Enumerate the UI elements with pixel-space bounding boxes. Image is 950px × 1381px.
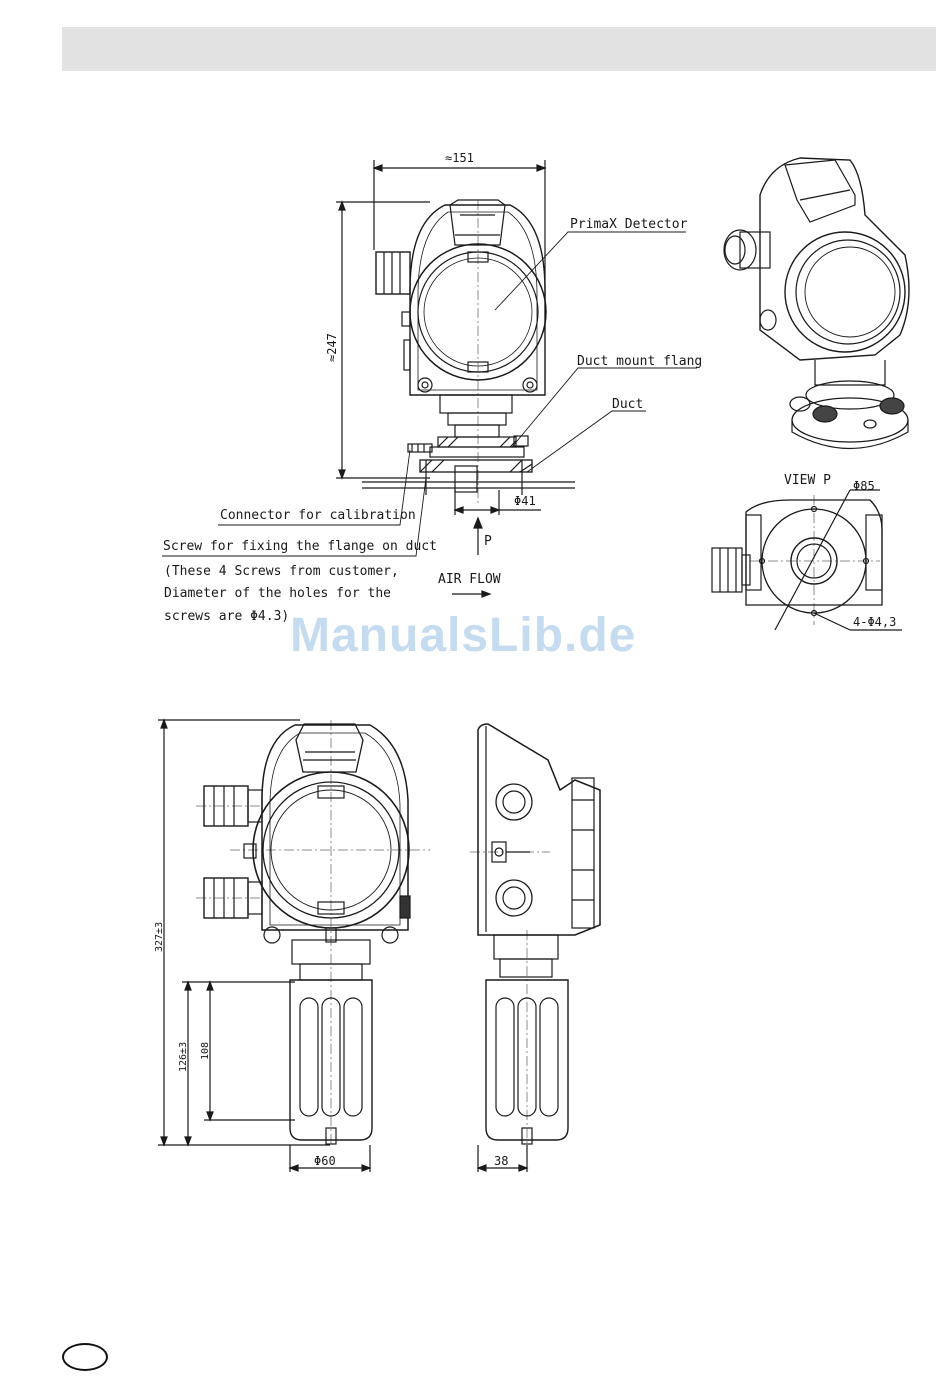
dim-d60: Φ60 xyxy=(314,1154,336,1168)
label-primax-detector: PrimaX Detector xyxy=(570,217,688,232)
dim-d41: Φ41 xyxy=(514,494,536,508)
label-duct-mount: Duct mount flang xyxy=(577,354,702,369)
watermark: ManualsLib.de xyxy=(290,608,636,663)
label-screw: Screw for fixing the flange on duct xyxy=(163,539,437,554)
side-view xyxy=(470,724,600,1172)
language-badge xyxy=(62,1343,108,1371)
note-line-3: screws are Φ4.3) xyxy=(164,609,289,624)
dim-126: 126±3 xyxy=(178,1042,189,1072)
label-p: P xyxy=(484,534,492,549)
dim-holes: 4-Φ4,3 xyxy=(853,615,896,629)
view-p xyxy=(712,490,902,630)
bottom-front-view xyxy=(158,720,430,1172)
dim-d85: Φ85 xyxy=(853,479,875,493)
dim-327: 327±3 xyxy=(154,922,165,952)
dim-height-top: ≈247 xyxy=(325,333,339,362)
note-line-1: (These 4 Screws from customer, xyxy=(164,564,399,579)
dim-38: 38 xyxy=(494,1154,508,1168)
dim-108: 108 xyxy=(200,1042,211,1060)
label-connector: Connector for calibration xyxy=(220,508,416,523)
dim-width-top: ≈151 xyxy=(445,151,474,165)
note-line-2: Diameter of the holes for the xyxy=(164,586,391,601)
isometric-view xyxy=(724,158,909,449)
label-duct: Duct xyxy=(612,397,643,412)
label-air-flow: AIR FLOW xyxy=(438,572,501,587)
label-view-p: VIEW P xyxy=(784,473,831,488)
